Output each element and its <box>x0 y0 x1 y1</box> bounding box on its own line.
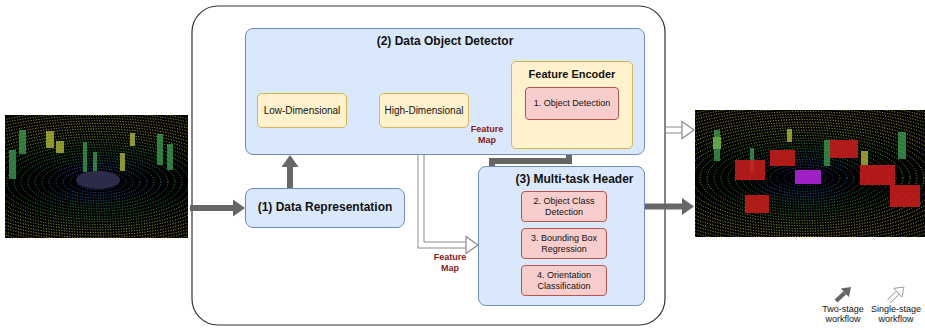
box-label: 3. Bounding Box Regression <box>526 233 602 254</box>
arrow-shaft <box>889 293 898 301</box>
process-box: 3. Bounding Box Regression <box>521 228 607 259</box>
legend-text: Single-stage workflow <box>870 304 922 325</box>
box-label: 1. Object Detection <box>534 98 611 108</box>
legend-arrow-sample <box>884 284 908 304</box>
arrow-head <box>841 287 851 297</box>
group-title: Feature Encoder <box>516 65 628 81</box>
group-box: (2) Data Object DetectorLow-Dimensional H… <box>245 28 645 155</box>
process-box: (1) Data Representation <box>245 188 405 228</box>
box-label: 4. Orientation Classification <box>526 270 602 291</box>
two-stage-arrow <box>282 155 299 188</box>
arrow-shaft <box>287 167 293 188</box>
arrow-shaft <box>190 205 233 211</box>
group-title: (2) Data Object Detector <box>250 32 640 49</box>
process-box: Low-Dimensional <box>257 93 347 128</box>
process-box: High-Dimensional <box>379 93 469 128</box>
box-label: High-Dimensional <box>385 105 464 117</box>
group-box: (3) Multi-task Header 2. Object Class Det… <box>478 166 645 306</box>
legend-item: Single-stage workflow <box>870 284 922 325</box>
lidar-input-image <box>0 110 287 254</box>
group-box: Feature Encoder 1. Object Detection <box>511 61 633 149</box>
arrow-shaft <box>666 128 682 133</box>
legend-text: Two-stage workflow <box>818 304 868 325</box>
feature-map-label: Feature Map <box>467 124 507 146</box>
arrow-head <box>894 287 904 297</box>
arrow-head <box>466 237 478 254</box>
arrow-head <box>682 122 694 139</box>
process-box: 4. Orientation Classification <box>521 265 607 296</box>
group-title: (3) Multi-task Header <box>483 170 640 187</box>
legend-arrow-sample <box>831 284 855 304</box>
box-label: Low-Dimensional <box>264 105 341 117</box>
arrow-shaft <box>836 293 845 301</box>
arrow-head <box>682 198 694 215</box>
arrow-outline <box>666 127 682 134</box>
process-box: 1. Object Detection <box>525 87 619 120</box>
outer-frame <box>192 6 665 325</box>
box-label: 2. Object Class Detection <box>526 196 602 217</box>
box-label: (1) Data Representation <box>258 201 393 215</box>
arrow-head <box>282 155 299 167</box>
arrow-outline <box>889 293 898 301</box>
process-box: 2. Object Class Detection <box>521 191 607 222</box>
legend-item: Two-stage workflow <box>818 284 868 325</box>
feature-map-label: Feature Map <box>428 252 472 274</box>
arrow-head <box>233 200 245 217</box>
